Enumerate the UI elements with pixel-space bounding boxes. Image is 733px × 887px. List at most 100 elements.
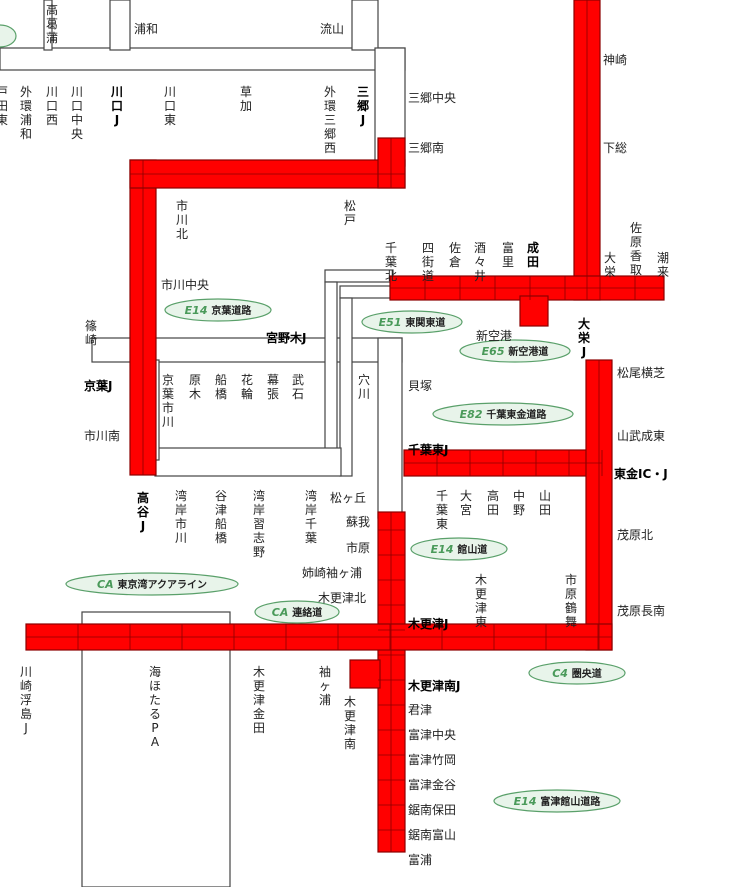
- interchange-label: 穴川: [358, 372, 370, 401]
- route-name: 東京湾アクアライン: [117, 578, 207, 591]
- interchange-label: 茂原長南: [617, 603, 665, 618]
- interchange-label: 富津金谷: [408, 777, 456, 792]
- interchange-label: 神崎: [603, 53, 627, 67]
- interchange-label: 湾岸千葉: [305, 488, 317, 545]
- route-badge-pill: [164, 298, 272, 322]
- interchange-label: 原木: [189, 373, 201, 401]
- route-badge: E51 東関東道: [361, 310, 463, 334]
- interchange-label: 鋸南保田: [408, 802, 456, 817]
- route-badge-label: E14 京葉道路: [185, 304, 253, 317]
- interchange-label: 宮野木J: [266, 330, 306, 345]
- route-name: 富津館山道路: [540, 795, 601, 808]
- interchange-label: 富里: [502, 240, 514, 269]
- toll-road-segment: [377, 511, 406, 853]
- interchange-label: 船橋: [215, 373, 227, 401]
- interchange-label: 流山: [320, 22, 344, 36]
- interchange-label: 川口西: [46, 85, 58, 127]
- interchange-label: 木更津南J: [407, 678, 460, 693]
- route-name: 京葉道路: [211, 304, 252, 317]
- interchange-label: 高田: [487, 488, 499, 517]
- interchange-label: 木更津金田: [253, 665, 265, 735]
- route-code: E14: [431, 543, 458, 556]
- interchange-label: 千葉北: [385, 241, 397, 283]
- interchange-label: 東金IC・J: [614, 466, 668, 481]
- interchange-label: 市原: [346, 540, 370, 555]
- free-road-segment: [154, 447, 342, 477]
- free-road-segment: [377, 337, 403, 519]
- route-badge-label: E82 千葉東金道路: [460, 408, 548, 421]
- route-badge-pill: [410, 537, 508, 561]
- route-name: 新空港道: [508, 345, 548, 358]
- free-road-segment: [339, 297, 353, 477]
- route-name: 千葉東金道路: [486, 408, 547, 421]
- interchange-label: 幕張: [267, 373, 279, 401]
- interchange-label: 富浦: [408, 852, 432, 867]
- route-badge-label: CA 東京湾アクアライン: [97, 578, 207, 591]
- route-badge: E14 富津館山道路: [493, 789, 621, 813]
- free-road-segment: [0, 47, 406, 71]
- route-name: 連絡道: [292, 606, 322, 619]
- interchange-label: 山田: [539, 489, 551, 517]
- route-badge-label: CA 連絡道: [272, 606, 322, 619]
- interchange-label: 外環浦和: [20, 85, 32, 141]
- route-badge-pill: [65, 572, 239, 596]
- route-badges: E14 京葉道路 E51 東関東道 E65 新空港道 E82 千葉東金道路 E14 館山…: [0, 24, 626, 813]
- route-name: 館山道: [456, 543, 487, 556]
- route-code: E82: [460, 408, 487, 421]
- toll-road-segment: [377, 137, 406, 189]
- toll-road-segment: [349, 659, 381, 689]
- interchange-label: 市川南: [84, 428, 120, 443]
- interchange-label: 外環三郷西: [324, 85, 336, 155]
- road-segments: [0, 0, 665, 887]
- route-badge-pill: [459, 339, 571, 363]
- route-badge: CA 東京湾アクアライン: [65, 572, 239, 596]
- free-road-segment: [324, 269, 394, 283]
- interchange-label: 谷津船橋: [215, 489, 227, 545]
- route-badge-pill: [254, 600, 340, 624]
- interchange-label: 蘇我: [346, 515, 370, 529]
- interchange-label: 佐原香取: [630, 221, 642, 277]
- interchange-label: 戸田東: [0, 85, 8, 127]
- route-badge: E65 新空港道: [459, 339, 571, 363]
- interchange-label: 君津: [408, 703, 432, 717]
- route-badge-pill: [493, 789, 621, 813]
- route-badge: E14 館山道: [410, 537, 508, 561]
- interchange-label: 千葉東: [436, 489, 448, 531]
- interchange-label: 新空港: [476, 328, 512, 343]
- route-code: C4: [552, 667, 572, 680]
- interchange-label: 富津竹岡: [408, 752, 456, 767]
- interchange-label: 川口中央: [71, 85, 83, 141]
- free-road-segment: [43, 0, 53, 51]
- interchange-label: 花輪: [241, 372, 253, 401]
- interchange-label: 成田: [527, 240, 539, 269]
- free-road-segment: [109, 0, 131, 51]
- interchange-label: 酒々井: [474, 241, 486, 283]
- route-code: E14: [514, 795, 541, 808]
- route-code: E65: [482, 345, 509, 358]
- route-badge: CA 連絡道: [254, 600, 340, 624]
- interchange-label: 木更津J: [407, 616, 448, 631]
- route-code: E14: [185, 304, 212, 317]
- interchange-label: 下総: [603, 141, 627, 155]
- free-road-segment: [351, 0, 379, 51]
- interchange-label: 木更津北: [318, 591, 366, 605]
- route-badge: C4 圏央道: [528, 661, 626, 685]
- interchange-label: 松ヶ丘: [330, 491, 366, 505]
- free-road-segment: [339, 285, 394, 299]
- interchange-label: 湾岸市川: [175, 488, 187, 545]
- route-name: 圏央道: [572, 667, 602, 680]
- interchange-label: 潮来: [657, 250, 669, 279]
- interchange-label: 浦和: [134, 22, 158, 36]
- route-code: E51: [379, 316, 406, 329]
- toll-road-segment: [519, 295, 549, 327]
- interchange-label: 三郷中央: [408, 90, 456, 105]
- route-badge-label: E51 東関東道: [379, 316, 446, 329]
- interchange-label: 松戸: [344, 199, 356, 227]
- interchange-label: 姉崎袖ヶ浦: [302, 565, 362, 580]
